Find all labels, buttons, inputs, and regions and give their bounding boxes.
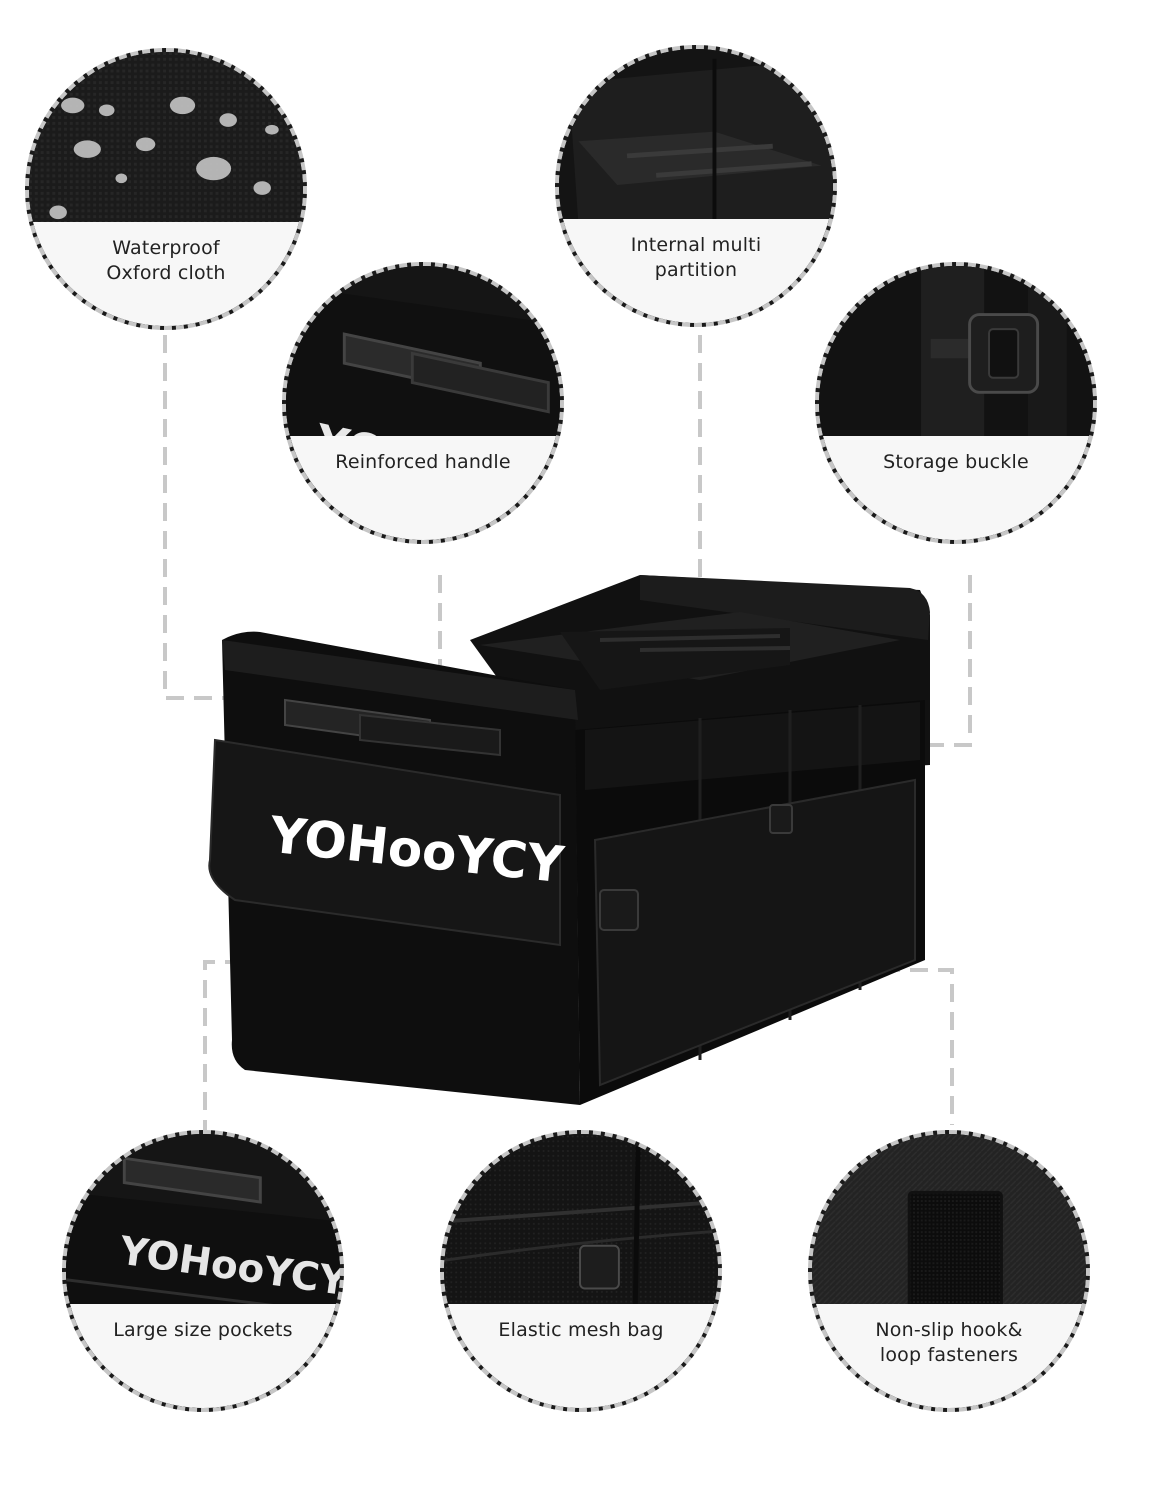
- callout-buckle: Storage buckle: [815, 262, 1097, 544]
- callout-velcro: Non-slip hook& loop fasteners: [808, 1130, 1090, 1412]
- caption-mesh: Elastic mesh bag: [444, 1303, 718, 1408]
- caption-velcro: Non-slip hook& loop fasteners: [812, 1303, 1086, 1408]
- caption-buckle: Storage buckle: [819, 435, 1093, 540]
- feature-label: Elastic mesh bag: [498, 1318, 664, 1341]
- feature-label: Storage buckle: [883, 450, 1029, 473]
- caption-partition: Internal multi partition: [559, 218, 833, 323]
- callout-waterproof: Waterproof Oxford cloth: [25, 48, 307, 330]
- feature-label: Waterproof Oxford cloth: [106, 236, 226, 284]
- callout-partition: Internal multi partition: [555, 45, 837, 327]
- feature-label: Non-slip hook& loop fasteners: [875, 1318, 1023, 1366]
- callout-pockets: YOHooYCY Large size pockets: [62, 1130, 344, 1412]
- caption-handle: Reinforced handle: [286, 435, 560, 540]
- caption-pockets: Large size pockets: [66, 1303, 340, 1408]
- feature-label: Reinforced handle: [335, 450, 511, 473]
- caption-waterproof: Waterproof Oxford cloth: [29, 221, 303, 326]
- feature-label: Internal multi partition: [630, 233, 762, 281]
- feature-label: Large size pockets: [113, 1318, 293, 1341]
- callout-handle: YOH Reinforced handle: [282, 262, 564, 544]
- callout-mesh: Elastic mesh bag: [440, 1130, 722, 1412]
